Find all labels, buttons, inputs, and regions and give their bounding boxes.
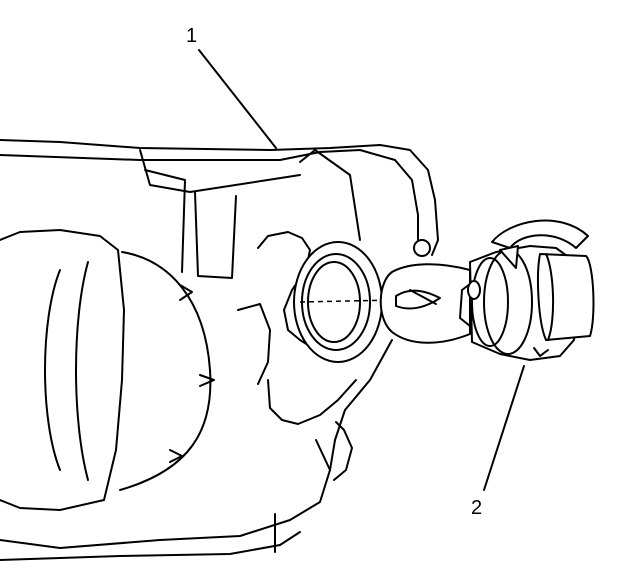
headlamp-lens	[0, 229, 215, 511]
callout-2-label: 2	[471, 497, 483, 519]
headlamp-bulb	[379, 263, 471, 344]
callout-2-leader	[483, 365, 525, 491]
bulb-socket	[459, 245, 595, 361]
headlamp-housing	[0, 139, 439, 561]
callout-1-leader	[198, 49, 277, 149]
rotation-arrow-icon	[491, 219, 589, 269]
callout-1-label: 1	[186, 25, 198, 47]
